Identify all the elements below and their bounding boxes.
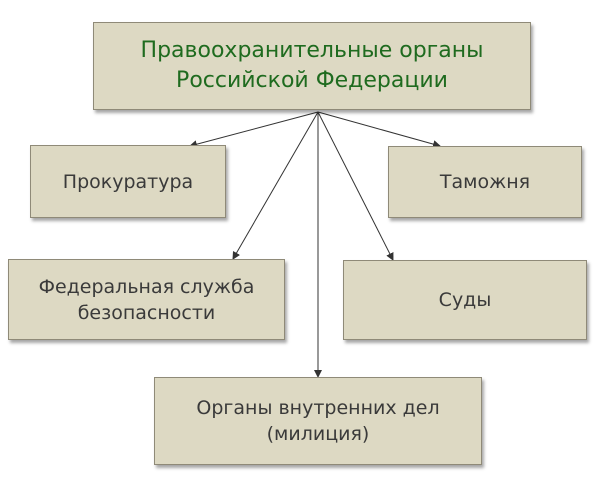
node-sudy: Суды [343, 260, 587, 340]
node-tamozhnya: Таможня [388, 146, 582, 218]
node-mvd: Органы внутренних дел (милиция) [154, 377, 482, 465]
arrow-to-fsb [232, 111, 319, 260]
node-fsb: Федеральная служба безопасности [8, 259, 285, 340]
arrow-to-tamozhnya [317, 111, 441, 148]
node-prokuratura: Прокуратура [30, 145, 226, 218]
arrow-to-sudy [317, 111, 394, 261]
root-node: Правоохранительные органы Российской Фед… [93, 22, 531, 110]
arrow-to-prokuratura [189, 111, 319, 149]
